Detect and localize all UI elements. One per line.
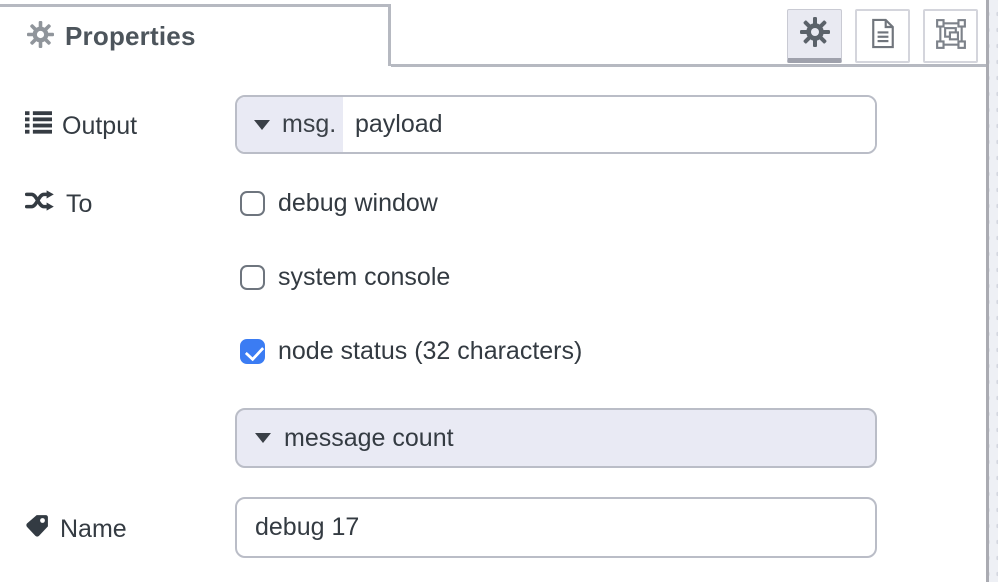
tag-icon [25,513,50,545]
system-console-checkbox[interactable] [240,265,265,290]
node-status-checkbox[interactable] [240,339,265,364]
appearance-tab-button[interactable] [923,9,978,63]
node-status-label[interactable]: node status (32 characters) [278,337,583,365]
debug-window-checkbox-row[interactable]: debug window [240,189,438,218]
tab-properties-label: Properties [65,21,196,51]
output-type-select-button[interactable]: msg. [237,97,343,152]
tab-properties[interactable]: Properties [0,4,391,66]
system-console-label[interactable]: system console [278,263,451,291]
output-label: Output [25,109,137,143]
debug-window-label[interactable]: debug window [278,189,438,217]
node-status-checkbox-row[interactable]: node status (32 characters) [240,337,582,366]
chevron-down-icon [254,119,270,130]
description-tab-button[interactable] [855,9,910,63]
output-type-label: msg. [282,110,337,138]
output-typed-input: msg. [235,95,877,154]
document-icon [870,18,896,54]
system-console-checkbox-row[interactable]: system console [240,263,450,292]
tabbar-divider [391,64,986,67]
name-input[interactable] [235,497,877,558]
properties-tab-button[interactable] [787,9,842,63]
debug-window-checkbox[interactable] [240,191,265,216]
gear-icon [799,16,830,52]
list-icon [25,109,52,143]
gear-icon [27,20,54,53]
status-type-value: message count [284,423,454,452]
to-label: To [24,188,92,220]
workspace-edge [986,0,998,582]
name-label: Name [25,513,127,545]
editor-toolbar [787,9,978,63]
output-value-input[interactable] [343,97,875,152]
editor-tab-bar: Properties [0,0,998,67]
appearance-icon [935,18,967,55]
chevron-down-icon [255,433,271,443]
shuffle-icon [24,188,56,220]
status-type-dropdown[interactable]: message count [235,408,877,468]
